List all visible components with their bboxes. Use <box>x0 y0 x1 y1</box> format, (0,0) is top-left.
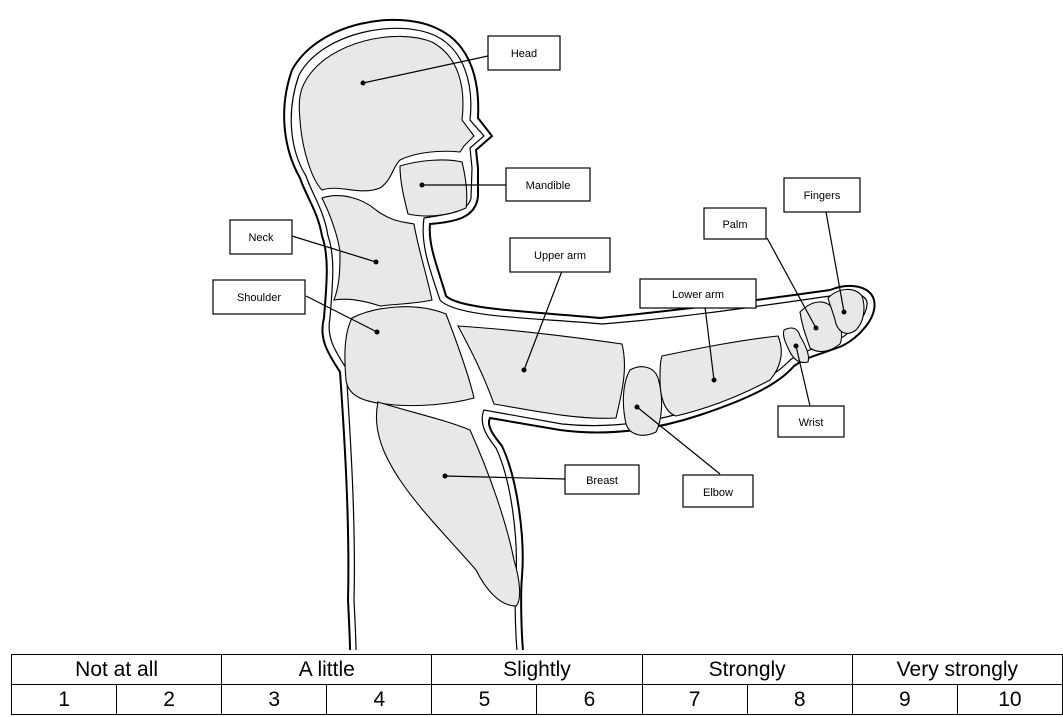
scale-value-10[interactable]: 10 <box>957 685 1062 715</box>
palm-label: Palm <box>722 219 747 231</box>
scale-value-2[interactable]: 2 <box>117 685 222 715</box>
category-not-at-all: Not at all <box>12 655 222 685</box>
leader-elbow <box>637 407 720 474</box>
body-diagram: Head Mandible Neck Shoulder Upper arm Lo… <box>0 0 1063 650</box>
upper-arm-region <box>458 326 624 418</box>
dot-mandible <box>420 183 425 188</box>
dot-elbow <box>635 405 640 410</box>
dot-head <box>361 81 366 86</box>
scale-value-7[interactable]: 7 <box>642 685 747 715</box>
scale-value-row: 1 2 3 4 5 6 7 8 9 10 <box>12 685 1063 715</box>
dot-breast <box>443 474 448 479</box>
breast-region <box>376 402 519 606</box>
scale-value-4[interactable]: 4 <box>327 685 432 715</box>
shoulder-label: Shoulder <box>237 292 281 304</box>
elbow-label: Elbow <box>703 487 733 499</box>
scale-value-1[interactable]: 1 <box>12 685 117 715</box>
dot-wrist <box>794 344 799 349</box>
mandible-region <box>400 160 467 216</box>
scale-value-8[interactable]: 8 <box>747 685 852 715</box>
scale-value-6[interactable]: 6 <box>537 685 642 715</box>
dot-lower-arm <box>712 378 717 383</box>
dot-upper-arm <box>522 368 527 373</box>
wrist-label: Wrist <box>799 417 824 429</box>
category-slightly: Slightly <box>432 655 642 685</box>
shoulder-region <box>345 307 474 406</box>
dot-shoulder <box>375 330 380 335</box>
category-strongly: Strongly <box>642 655 852 685</box>
rating-scale-table: Not at all A little Slightly Strongly Ve… <box>11 654 1063 715</box>
dot-palm <box>814 326 819 331</box>
category-very-strongly: Very strongly <box>852 655 1062 685</box>
scale-value-5[interactable]: 5 <box>432 685 537 715</box>
leader-palm <box>767 238 816 328</box>
scale-category-row: Not at all A little Slightly Strongly Ve… <box>12 655 1063 685</box>
elbow-region <box>623 367 661 436</box>
fingers-label: Fingers <box>804 190 841 202</box>
scale-value-3[interactable]: 3 <box>222 685 327 715</box>
category-a-little: A little <box>222 655 432 685</box>
upper-arm-label: Upper arm <box>534 250 586 262</box>
breast-label: Breast <box>586 475 618 487</box>
mandible-label: Mandible <box>526 180 571 192</box>
dot-fingers <box>842 310 847 315</box>
lower-arm-label: Lower arm <box>672 289 724 301</box>
dot-neck <box>374 260 379 265</box>
head-label: Head <box>511 48 537 60</box>
body-regions <box>299 36 864 606</box>
lower-arm-region <box>660 336 781 416</box>
neck-label: Neck <box>248 232 274 244</box>
scale-value-9[interactable]: 9 <box>852 685 957 715</box>
